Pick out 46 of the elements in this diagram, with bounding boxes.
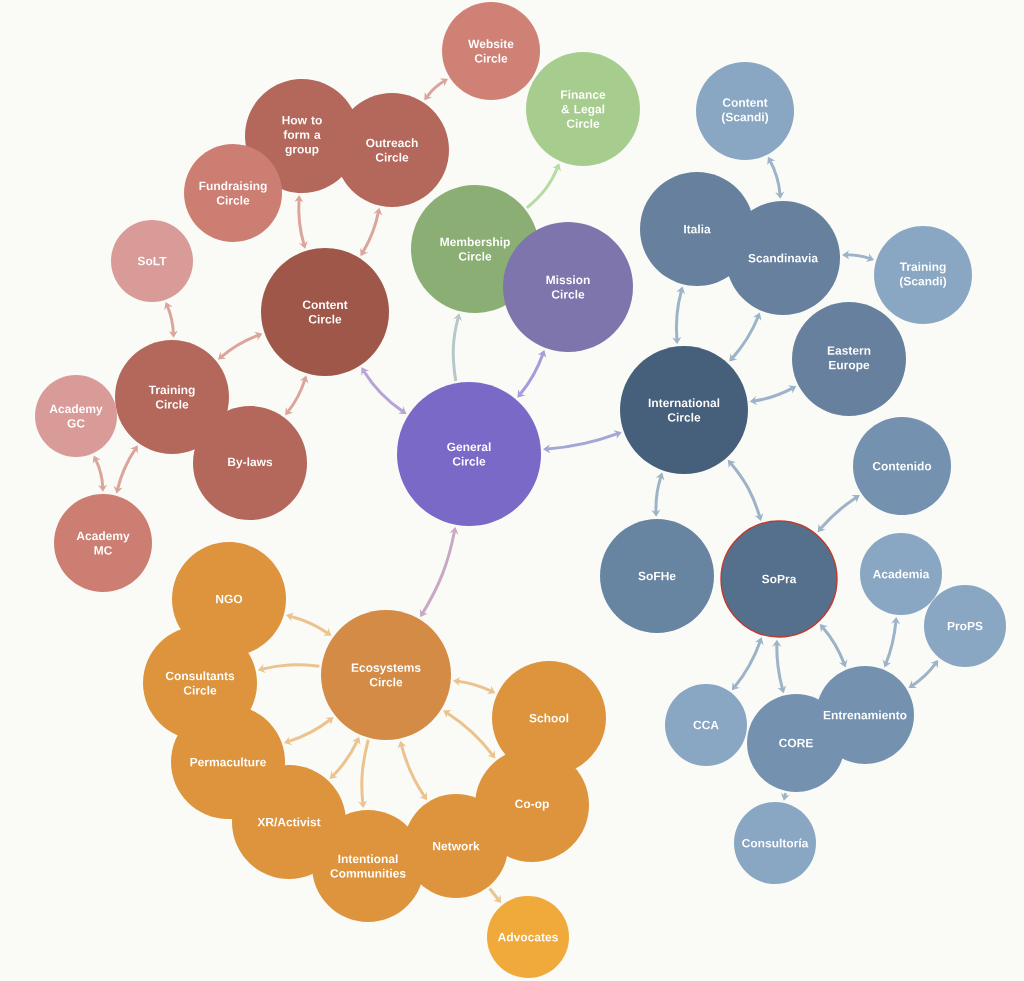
arrow xyxy=(443,710,496,759)
circle-node: Website Circle xyxy=(442,2,540,100)
circle-node: ProPS xyxy=(924,585,1006,667)
circle-node: Advocates xyxy=(487,896,569,978)
arrow xyxy=(543,430,622,454)
circle-node: CCA xyxy=(665,684,747,766)
node-label: Italia xyxy=(684,224,711,234)
node-label: NGO xyxy=(216,594,243,604)
circle-node: SoLT xyxy=(111,220,193,302)
arrow xyxy=(294,195,308,249)
circle-node: Content Circle xyxy=(261,248,389,376)
circle-node: Eastern Europe xyxy=(792,302,906,416)
circle-node: Entrenamiento xyxy=(816,666,914,764)
node-label: Co-op xyxy=(515,799,549,811)
circle-node: Outreach Circle xyxy=(335,93,449,207)
node-label: Consultants Circle xyxy=(165,671,235,695)
circle-node: Finance & Legal Circle xyxy=(526,52,640,166)
circle-node: Contenido xyxy=(853,417,951,515)
arrow xyxy=(361,367,407,414)
circle-node: Training Circle xyxy=(115,340,229,454)
arrow xyxy=(284,717,334,746)
arrow xyxy=(525,163,561,209)
node-label: Permaculture xyxy=(190,757,266,767)
circle-node: General Circle xyxy=(397,382,541,526)
arrow xyxy=(731,637,764,691)
circle-node: SoFHe xyxy=(600,519,714,633)
circle-node: Scandinavia xyxy=(726,201,840,315)
circle-node: Training (Scandi) xyxy=(874,226,972,324)
arrow xyxy=(92,455,108,492)
circle-node: Academia xyxy=(860,533,942,615)
circle-node: By-laws xyxy=(193,406,307,520)
arrow xyxy=(729,312,762,362)
circle-node: Consultoría xyxy=(734,802,816,884)
circle-node: Content (Scandi) xyxy=(696,62,794,160)
node-label: Outreach Circle xyxy=(366,138,418,162)
node-label: CORE xyxy=(779,738,813,748)
arrow xyxy=(451,313,462,382)
node-label: School xyxy=(529,713,569,723)
node-label: How to form a group xyxy=(282,116,322,156)
arrow xyxy=(424,78,448,101)
circle-node: Academy MC xyxy=(54,494,152,592)
circle-node: SoPra xyxy=(720,520,838,638)
circle-node: Academy GC xyxy=(35,375,117,457)
circle-node: Ecosystems Circle xyxy=(321,610,451,740)
circle-node: Fundraising Circle xyxy=(184,144,282,242)
circle-node: International Circle xyxy=(620,346,748,474)
